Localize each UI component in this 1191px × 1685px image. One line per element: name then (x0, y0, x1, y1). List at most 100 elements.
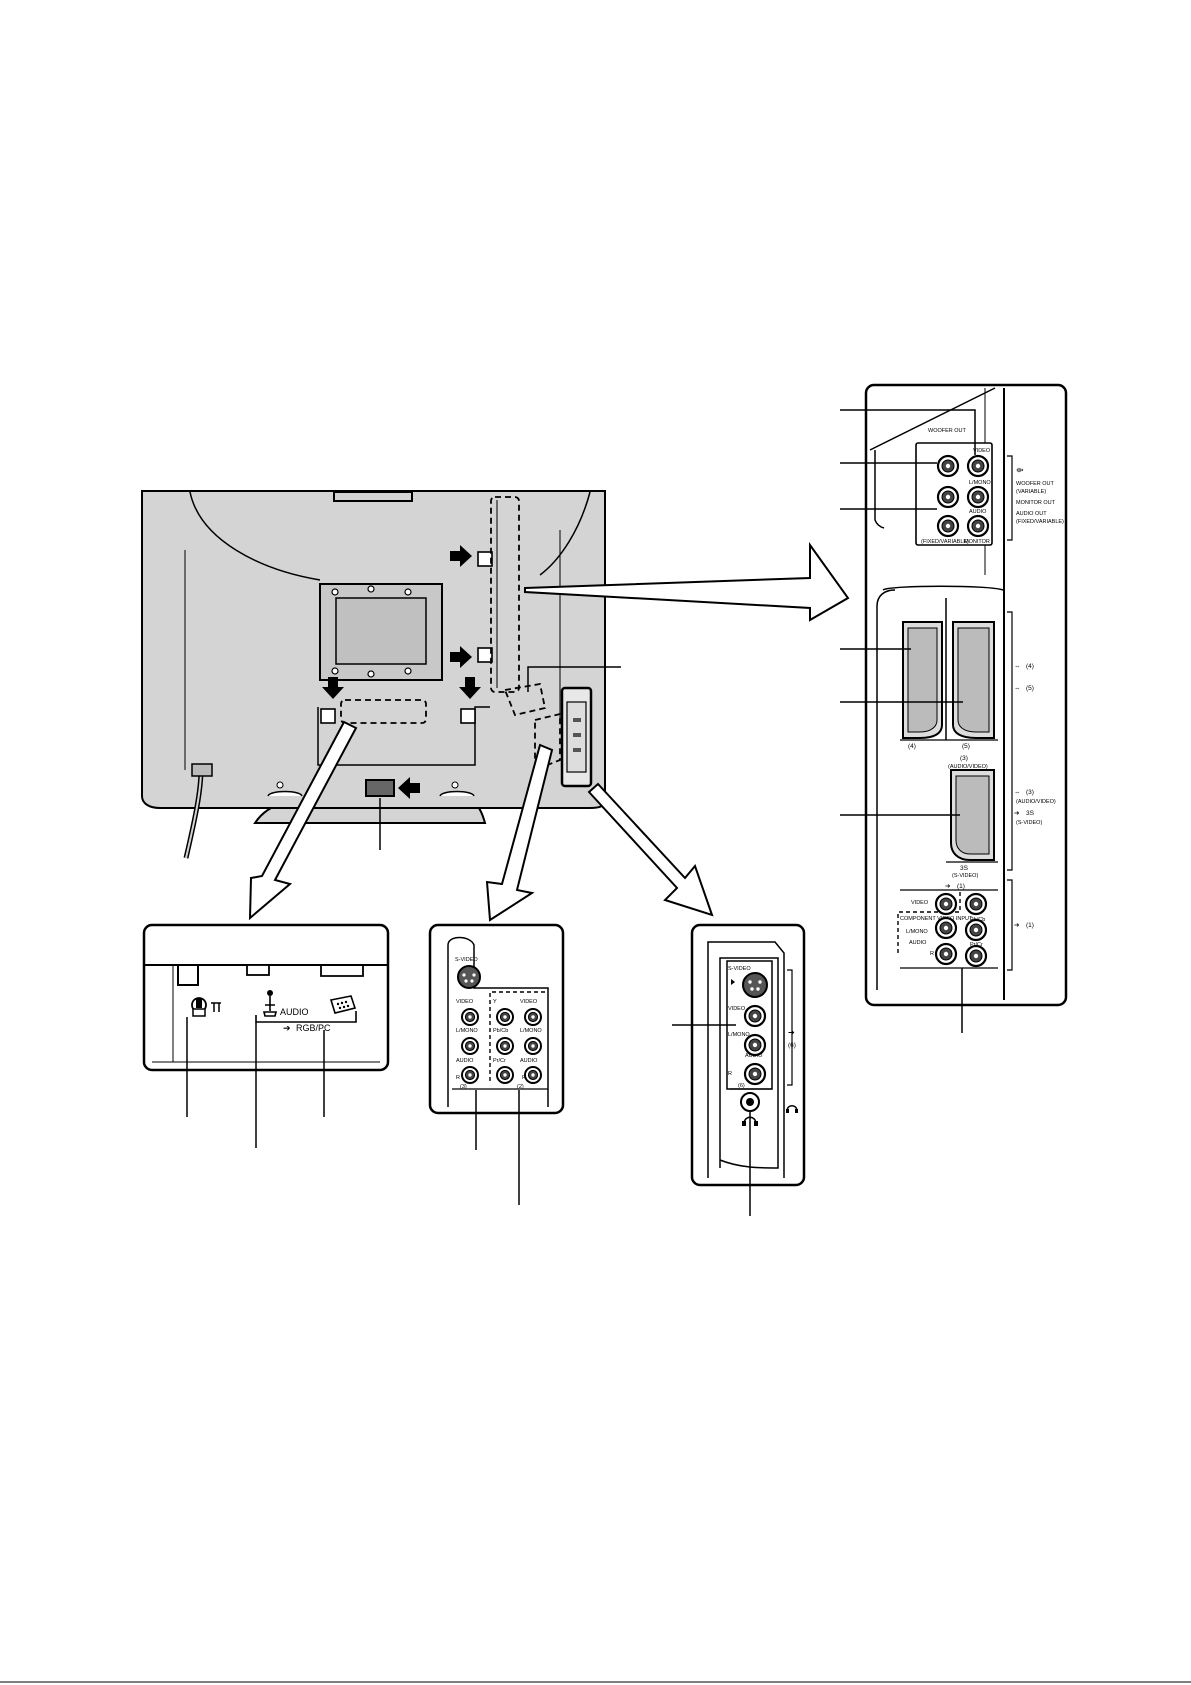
rear-audio-l-jack-left[interactable] (461, 1037, 479, 1055)
big-side-3-label: (3) (1026, 789, 1034, 796)
pc-antenna-panel: AUDIO ➔ RGB/PC (142, 923, 390, 1148)
big-scart-3-label: (3) (960, 755, 968, 762)
s-video-port-rear[interactable] (457, 965, 481, 989)
input-arrow-3s: ➔ (1014, 810, 1020, 817)
rgb-pc-label: RGB/PC (296, 1023, 331, 1033)
big-audio-mini-label: AUDIO (969, 509, 987, 515)
rear-s-video-label: S-VIDEO (455, 957, 478, 963)
tv-rear-view (141, 490, 621, 859)
rear-audio-l-jack-right[interactable] (524, 1037, 542, 1055)
rear-pr-jack[interactable] (496, 1066, 514, 1084)
big-scart-4-label: (4) (908, 743, 916, 750)
big-side-3s-label: 3S (1026, 810, 1035, 817)
main-terminal-panel: WOOFER OUT VIDEO L/MONO AUDIO (FIXED/VAR… (840, 383, 1068, 1033)
big-side-audio-video-label: (AUDIO/VIDEO) (1016, 799, 1056, 805)
rear-lmono-label-right: L/MONO (520, 1028, 542, 1034)
input-1-pb-jack[interactable] (964, 918, 988, 942)
scart-arrow-4: ⇔ (1014, 663, 1021, 670)
input-1-audio-r-jack[interactable] (934, 942, 958, 966)
big-input-1-label: (1) (957, 883, 965, 890)
big-video-1-label: VIDEO (911, 900, 929, 906)
big-subwoofer-out-label: WOOFER OUT (1016, 481, 1055, 487)
scart-arrow-5: ⇔ (1014, 685, 1021, 692)
antenna-icon (191, 997, 221, 1017)
zoom-arrow-right-panel (524, 541, 850, 622)
big-side-4-label: (4) (1026, 663, 1034, 670)
audio-out-l-jack[interactable] (936, 485, 960, 509)
rear-video-jack-left[interactable] (461, 1008, 479, 1026)
pc-audio-label: AUDIO (280, 1007, 309, 1017)
input-1-video-jack[interactable] (934, 892, 958, 916)
input-1-audio-l-jack[interactable] (934, 916, 958, 940)
rear-y-jack[interactable] (496, 1008, 514, 1026)
big-fixed-variable-label: (FIXED/VARIABLE) (1016, 519, 1064, 525)
label-plate (365, 779, 395, 797)
side-lmono-label: L/MONO (728, 1032, 750, 1038)
rear-audio-label-right: AUDIO (520, 1058, 538, 1064)
big-side-1-label: (1) (1026, 922, 1034, 929)
big-monitor-out-label: MONITOR OUT (1016, 500, 1056, 506)
audio-jack-icon (262, 990, 278, 1017)
big-side-s-video-label: (S-VIDEO) (1016, 820, 1042, 826)
big-3s-label: 3S (960, 865, 969, 872)
big-monitor-mini-label: MONITOR (964, 539, 990, 545)
big-audio-1-label: AUDIO (909, 940, 927, 946)
rear-video-jack-right[interactable] (524, 1008, 542, 1026)
scart-arrow-3: ⇔ (1014, 789, 1021, 796)
subwoofer-out-jack[interactable] (936, 454, 960, 478)
big-component-video-input-label: COMPONENT VIDEO INPUT (900, 916, 973, 922)
big-variable-label: (VARIABLE) (1016, 489, 1046, 495)
rear-audio-label-left: AUDIO (456, 1058, 474, 1064)
side-s-video-label: S-VIDEO (728, 966, 751, 972)
side-video-jack[interactable] (743, 1004, 767, 1028)
rear-audio-r-jack-right[interactable] (524, 1066, 542, 1084)
rear-lmono-label-left: L/MONO (456, 1028, 478, 1034)
headphone-jack[interactable] (740, 1092, 760, 1112)
input-arrow-1-side: ➔ (1014, 922, 1020, 929)
zoom-arrows-down (248, 720, 714, 922)
big-audio-video-label: (AUDIO/VIDEO) (948, 764, 988, 770)
big-lmono-mini-label: L/MONO (969, 480, 991, 486)
input-arrow-glyph: ➔ (283, 1023, 291, 1033)
side-av-panel: S-VIDEO VIDEO L/MONO AUDIO R (6) ➔ (6) (672, 923, 806, 1216)
side-input-arrow: ➔ (788, 1028, 795, 1037)
cable-clips (320, 551, 493, 724)
big-side-5-label: (5) (1026, 685, 1034, 692)
audio-out-r-jack[interactable] (936, 514, 960, 538)
big-lmono-1-label: L/MONO (906, 929, 928, 935)
monitor-out-video-jack[interactable] (966, 454, 990, 478)
input-1-pr-jack[interactable] (964, 944, 988, 968)
rear-pb-label: Pb/Cb (493, 1028, 508, 1034)
headphone-icon-right (786, 1105, 798, 1113)
side-audio-l-jack[interactable] (743, 1033, 767, 1057)
rear-video-label-left: VIDEO (456, 999, 474, 1005)
side-audio-r-jack[interactable] (743, 1062, 767, 1086)
rear-r-label-left: R (456, 1075, 460, 1081)
rear-y-label: Y (493, 999, 497, 1005)
rear-pr-label: Pr/Cr (493, 1058, 506, 1064)
rear-video-label-right: VIDEO (520, 999, 538, 1005)
scart-5-connector[interactable] (952, 621, 995, 739)
big-fixed-variable-mini-label: (FIXED/VARIABLE) (921, 539, 969, 545)
scart-3-connector[interactable] (950, 769, 995, 861)
vga-connector-icon (329, 995, 357, 1014)
big-woofer-mini-label: WOOFER OUT (928, 428, 967, 434)
side-video-label: VIDEO (728, 1006, 746, 1012)
input-arrow-1-top: ➔ (945, 883, 951, 890)
input-1-y-jack[interactable] (964, 892, 988, 916)
rear-input-3-label: (3) (460, 1084, 467, 1090)
rear-audio-r-jack-left[interactable] (461, 1066, 479, 1084)
big-audio-out-label: AUDIO OUT (1016, 511, 1047, 517)
rear-input-2-label: (2) (517, 1084, 524, 1090)
monitor-out-l-jack[interactable] (966, 485, 990, 509)
rear-pb-jack[interactable] (496, 1037, 514, 1055)
output-arrow-1: ⟴ (1016, 467, 1024, 474)
s-video-port-side[interactable] (742, 972, 768, 998)
big-scart-5-label: (5) (962, 743, 970, 750)
big-video-mini-label: VIDEO (973, 448, 991, 454)
side-input-6-label-bottom: (6) (738, 1083, 745, 1089)
side-r-label: R (728, 1071, 732, 1077)
scart-4-connector[interactable] (902, 621, 943, 739)
monitor-out-r-jack[interactable] (966, 514, 990, 538)
